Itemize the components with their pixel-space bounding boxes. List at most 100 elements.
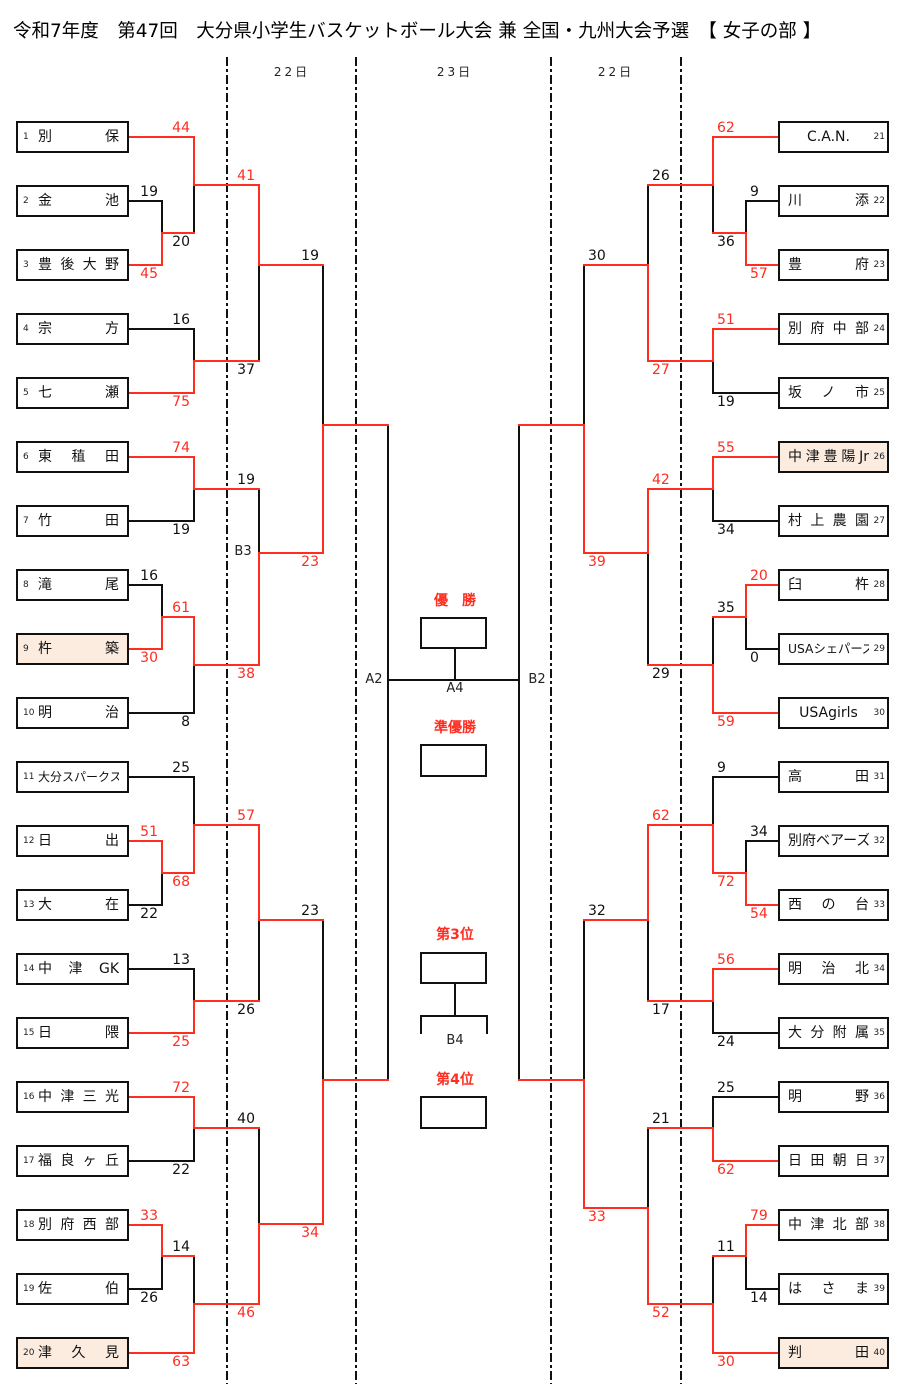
- score-label: 34: [301, 1225, 319, 1241]
- team-number: 37: [873, 1156, 885, 1166]
- team-name: 豊後大野: [38, 257, 119, 273]
- team-number: 27: [873, 516, 885, 526]
- team-name: 大分附属: [788, 1025, 869, 1041]
- team-number: 22: [873, 196, 885, 206]
- team-number: 24: [873, 324, 885, 334]
- score-label: 79: [750, 1208, 768, 1224]
- score-label: 21: [652, 1111, 670, 1127]
- score-label: 30: [588, 248, 606, 264]
- score-label: 46: [237, 1305, 255, 1321]
- team-name: 別府ベアーズ: [788, 833, 869, 849]
- score-label: 30: [140, 650, 158, 666]
- team-box: 36 明野: [778, 1081, 889, 1113]
- game-code-final: A4: [446, 681, 464, 696]
- score-label: 30: [717, 1354, 735, 1370]
- score-label: 57: [237, 808, 255, 824]
- score-label: 38: [237, 666, 255, 682]
- team-number: 4: [23, 324, 29, 334]
- score-label: 25: [172, 760, 190, 776]
- team-number: 5: [23, 388, 29, 398]
- team-number: 34: [873, 964, 885, 974]
- score-label: 11: [717, 1239, 735, 1255]
- score-label: 34: [717, 522, 735, 538]
- score-label: 19: [717, 394, 735, 410]
- score-label: 36: [717, 234, 735, 250]
- score-label: 19: [172, 522, 190, 538]
- team-number: 17: [23, 1156, 35, 1166]
- team-number: 13: [23, 900, 35, 910]
- team-name: 臼杵: [788, 577, 869, 593]
- team-box: 22 川添: [778, 185, 889, 217]
- team-number: 26: [873, 452, 885, 462]
- team-name: 坂ノ市: [788, 385, 869, 401]
- score-label: 26: [140, 1290, 158, 1306]
- team-number: 40: [873, 1348, 885, 1358]
- team-name: 川添: [788, 193, 869, 209]
- champion-label: 優 勝: [434, 593, 476, 609]
- team-name: 滝尾: [38, 577, 119, 593]
- page-title: 令和7年度 第47回 大分県小学生バスケットボール大会 兼 全国・九州大会予選 …: [13, 21, 822, 42]
- team-number: 16: [23, 1092, 35, 1102]
- score-label: 74: [172, 440, 190, 456]
- team-name: 佐伯: [38, 1281, 119, 1297]
- score-label: 34: [750, 824, 768, 840]
- team-name: 明治: [38, 705, 119, 721]
- score-label: 20: [750, 568, 768, 584]
- team-number: 21: [873, 132, 885, 142]
- team-box: 8 滝尾: [16, 569, 129, 601]
- team-number: 12: [23, 836, 35, 846]
- team-name: 明野: [788, 1089, 869, 1105]
- score-label: 19: [237, 472, 255, 488]
- team-box: 32 別府ベアーズ: [778, 825, 889, 857]
- score-label: 26: [652, 168, 670, 184]
- score-label: 23: [301, 554, 319, 570]
- score-label: 39: [588, 554, 606, 570]
- third-place-box: [420, 952, 487, 984]
- game-code-left-semifinal: B3: [234, 544, 252, 559]
- team-name: 明治北: [788, 961, 869, 977]
- team-name: 竹田: [38, 513, 119, 529]
- score-label: 62: [652, 808, 670, 824]
- team-number: 25: [873, 388, 885, 398]
- team-number: 39: [873, 1284, 885, 1294]
- team-number: 8: [23, 580, 29, 590]
- team-number: 36: [873, 1092, 885, 1102]
- team-number: 19: [23, 1284, 35, 1294]
- team-name: 中津三光: [38, 1089, 119, 1105]
- team-number: 18: [23, 1220, 35, 1230]
- score-label: 27: [652, 362, 670, 378]
- score-label: 33: [588, 1209, 606, 1225]
- team-number: 29: [873, 644, 885, 654]
- team-name: 津久見: [38, 1345, 119, 1361]
- team-number: 31: [873, 772, 885, 782]
- score-label: 24: [717, 1034, 735, 1050]
- score-label: 13: [172, 952, 190, 968]
- score-label: 44: [172, 120, 190, 136]
- team-number: 11: [23, 772, 35, 782]
- score-label: 41: [237, 168, 255, 184]
- team-number: 32: [873, 836, 885, 846]
- score-label: 19: [301, 248, 319, 264]
- team-name: 別保: [38, 129, 119, 145]
- score-label: 22: [140, 906, 158, 922]
- team-name: USAgirls: [799, 705, 858, 721]
